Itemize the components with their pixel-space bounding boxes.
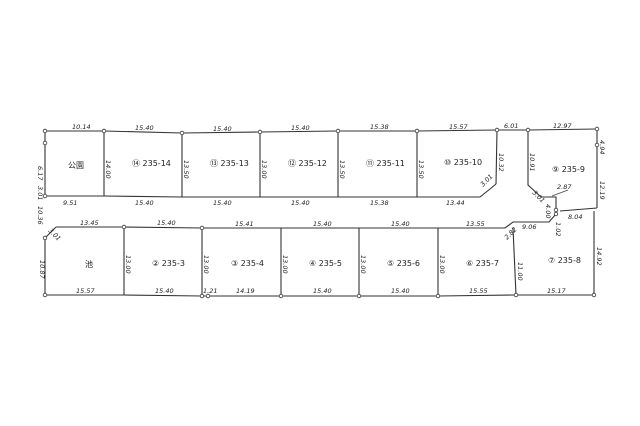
- dim-tb-6: 13.44: [446, 199, 465, 207]
- dim-bt-6: 13.55: [466, 220, 485, 228]
- dim-chamfer-9: 3.01: [531, 189, 547, 205]
- lot-label-235-10: ⑩ 235-10: [444, 158, 482, 167]
- dim-v-6-left: 13.00: [359, 255, 367, 274]
- dim-chamfer-park: 3.01: [36, 186, 44, 200]
- leader-line-9: [551, 189, 569, 197]
- lot-label-235-12: ⑫ 235-12: [288, 159, 327, 168]
- dim-chamfer-10: 3.01: [479, 173, 495, 189]
- dim-v-10-right: 10.32: [497, 153, 505, 172]
- dim-bb-5: 15.40: [313, 287, 332, 295]
- lot-label-235-3: ② 235-3: [152, 259, 185, 268]
- dim-chamfer-9b: 2.87: [557, 183, 572, 191]
- dim-v-4-left: 13.00: [202, 255, 210, 274]
- dim-tb-4: 15.40: [291, 199, 310, 207]
- bottom-row-bottom-boundary: [45, 294, 594, 297]
- dim-pond-left: 10.87: [38, 260, 46, 279]
- dim-bt-5: 15.40: [391, 220, 410, 228]
- dim-bt-7: 9.06: [522, 223, 536, 231]
- dim-v-9-left: 10.91: [528, 153, 536, 172]
- dim-top-6: 15.57: [449, 123, 468, 131]
- pond-label: 池: [85, 259, 93, 269]
- bottom-row-top-boundary: [56, 213, 557, 229]
- dim-side-left: 6.17: [36, 166, 44, 181]
- dim-bt-1: 13.45: [80, 219, 99, 227]
- lot-label-235-7: ⑥ 235-7: [466, 259, 499, 268]
- lot-label-235-11: ⑪ 235-11: [366, 159, 405, 168]
- lot-label-235-9: ⑨ 235-9: [552, 165, 585, 174]
- park-label: 公園: [68, 161, 84, 170]
- dim-bb-1: 15.57: [76, 287, 95, 295]
- dim-bb-7: 15.55: [469, 287, 488, 295]
- divider-7-8: [512, 227, 517, 296]
- dim-v-5-left: 13.00: [281, 255, 289, 274]
- dim-tb-1: 9.51: [63, 199, 77, 207]
- lot-9-boundary: [527, 130, 557, 210]
- dim-v-14-left: 14.00: [104, 160, 112, 179]
- dim-bt-3: 15.41: [235, 220, 254, 228]
- road-bottom-right: [559, 207, 598, 212]
- dim-v-8-left: 11.00: [516, 262, 524, 281]
- dim-bb-3: 1.21: [203, 287, 217, 295]
- dim-v-13-right: 13.00: [260, 160, 268, 179]
- dim-side-right-1: 4.94: [598, 140, 606, 154]
- dim-side-road: 1.02: [554, 222, 562, 236]
- dim-top-5: 15.38: [370, 123, 389, 131]
- dim-bt-2: 15.40: [157, 219, 176, 227]
- dim-side-right-2: 12.19: [598, 181, 606, 200]
- dim-v-3-left: 13.00: [124, 255, 132, 274]
- top-row-bottom-boundary: [45, 188, 491, 198]
- dim-road-4: 4.00: [544, 204, 552, 218]
- dim-bb-8: 15.17: [547, 287, 566, 295]
- dim-tb-5: 15.38: [370, 199, 389, 207]
- dim-tb-3: 15.40: [213, 199, 232, 207]
- dim-chamfer-pond: 3.01: [47, 227, 63, 243]
- dim-lot8-right: 14.92: [595, 247, 603, 266]
- dim-bt-4: 15.40: [313, 220, 332, 228]
- lot-label-235-4: ③ 235-4: [231, 259, 264, 268]
- lot-label-235-13: ⑬ 235-13: [210, 159, 249, 168]
- divider-10-right: [495, 129, 498, 185]
- lot-label-235-14: ⑭ 235-14: [132, 159, 171, 168]
- dim-bb-4: 14.19: [236, 287, 255, 295]
- dim-top-8: 12.97: [553, 122, 572, 130]
- dim-v-11-right: 13.50: [417, 160, 425, 179]
- vertex-markers: [42, 126, 600, 299]
- lot-label-235-6: ⑤ 235-6: [387, 259, 420, 268]
- dim-bt-8: 8.04: [568, 213, 582, 221]
- dim-v-14-right: 13.50: [182, 160, 190, 179]
- dim-top-4: 15.40: [291, 124, 310, 132]
- dim-top-1: 10.14: [72, 123, 91, 131]
- dim-top-7: 6.01: [504, 122, 518, 130]
- dim-top-2: 15.40: [135, 124, 154, 132]
- dim-tb-2: 15.40: [135, 199, 154, 207]
- dim-bb-2: 15.40: [155, 287, 174, 295]
- dim-bb-6: 15.40: [391, 287, 410, 295]
- dim-v-12-right: 13.50: [338, 160, 346, 179]
- lot-label-235-5: ④ 235-5: [309, 259, 342, 268]
- chamfer-pond: [44, 226, 57, 239]
- dim-road-left: 10.36: [36, 206, 44, 225]
- dim-v-7-left: 13.00: [438, 255, 446, 274]
- chamfer-10: [489, 183, 497, 190]
- dim-top-3: 15.40: [213, 125, 232, 133]
- lot-label-235-8: ⑦ 235-8: [548, 256, 581, 265]
